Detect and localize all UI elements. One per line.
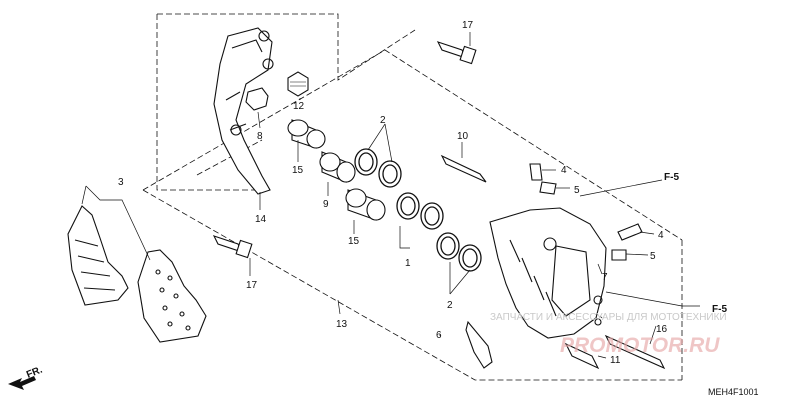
watermark-tagline: ЗАПЧАСТИ И АКСЕССУАРЫ ДЛЯ МОТОТЕХНИКИ (490, 312, 727, 323)
part-label: 5 (650, 251, 656, 262)
direction-label: FR. (25, 364, 44, 380)
part-label: 9 (323, 199, 329, 210)
part-label: 14 (255, 214, 267, 225)
piston-lower (345, 188, 386, 221)
front-direction-arrow-icon (8, 376, 36, 390)
piston-middle (319, 151, 356, 183)
part-label: 11 (610, 355, 621, 366)
part-label: 17 (462, 20, 474, 31)
part-label: 15 (348, 236, 360, 247)
part-label: 2 (380, 115, 386, 126)
brake-pad-assembly (67, 205, 207, 343)
part-label: 7 (602, 272, 608, 283)
piston-upper (287, 119, 326, 149)
pin-boot (287, 71, 309, 97)
reference-callouts: F-5 F-5 (664, 172, 727, 315)
bleeder-valves (529, 163, 643, 261)
part-label: 6 (436, 330, 442, 341)
part-label: 5 (574, 185, 580, 196)
part-label: 10 (457, 131, 469, 142)
part-number-labels: 1 2 2 3 4 4 5 5 6 7 8 9 10 11 12 13 14 1… (118, 20, 668, 366)
part-label: 4 (658, 230, 664, 241)
part-label: 13 (336, 319, 348, 330)
pad-spring (245, 87, 269, 111)
leader-lines (81, 32, 700, 359)
pad-rivet-holes (155, 269, 191, 331)
part-label: 12 (293, 101, 305, 112)
part-label: 17 (246, 280, 258, 291)
part-label: 1 (405, 258, 411, 269)
part-label: 16 (656, 324, 668, 335)
reference-callout: F-5 (712, 304, 727, 315)
diagram-code: MEH4F1001 (708, 387, 759, 397)
pad-retainer (465, 320, 493, 369)
reference-callout: F-5 (664, 172, 679, 183)
part-label: 15 (292, 165, 304, 176)
part-label: 2 (447, 300, 453, 311)
caliper-body (489, 207, 607, 339)
part-label: 3 (118, 177, 124, 188)
pad-pin (440, 154, 487, 183)
watermark: ЗАПЧАСТИ И АКСЕССУАРЫ ДЛЯ МОТОТЕХНИКИ PR… (490, 312, 727, 357)
caliper-bracket (213, 27, 274, 195)
mounting-bolt-bottom (212, 235, 253, 259)
watermark-site: PROMOTOR.RU (560, 334, 720, 357)
pistons (287, 119, 386, 221)
part-label: 4 (561, 165, 567, 176)
mounting-bolt-top (436, 41, 477, 65)
piston-seals (354, 148, 482, 272)
part-label: 8 (257, 131, 263, 142)
slide-pins (564, 318, 666, 370)
